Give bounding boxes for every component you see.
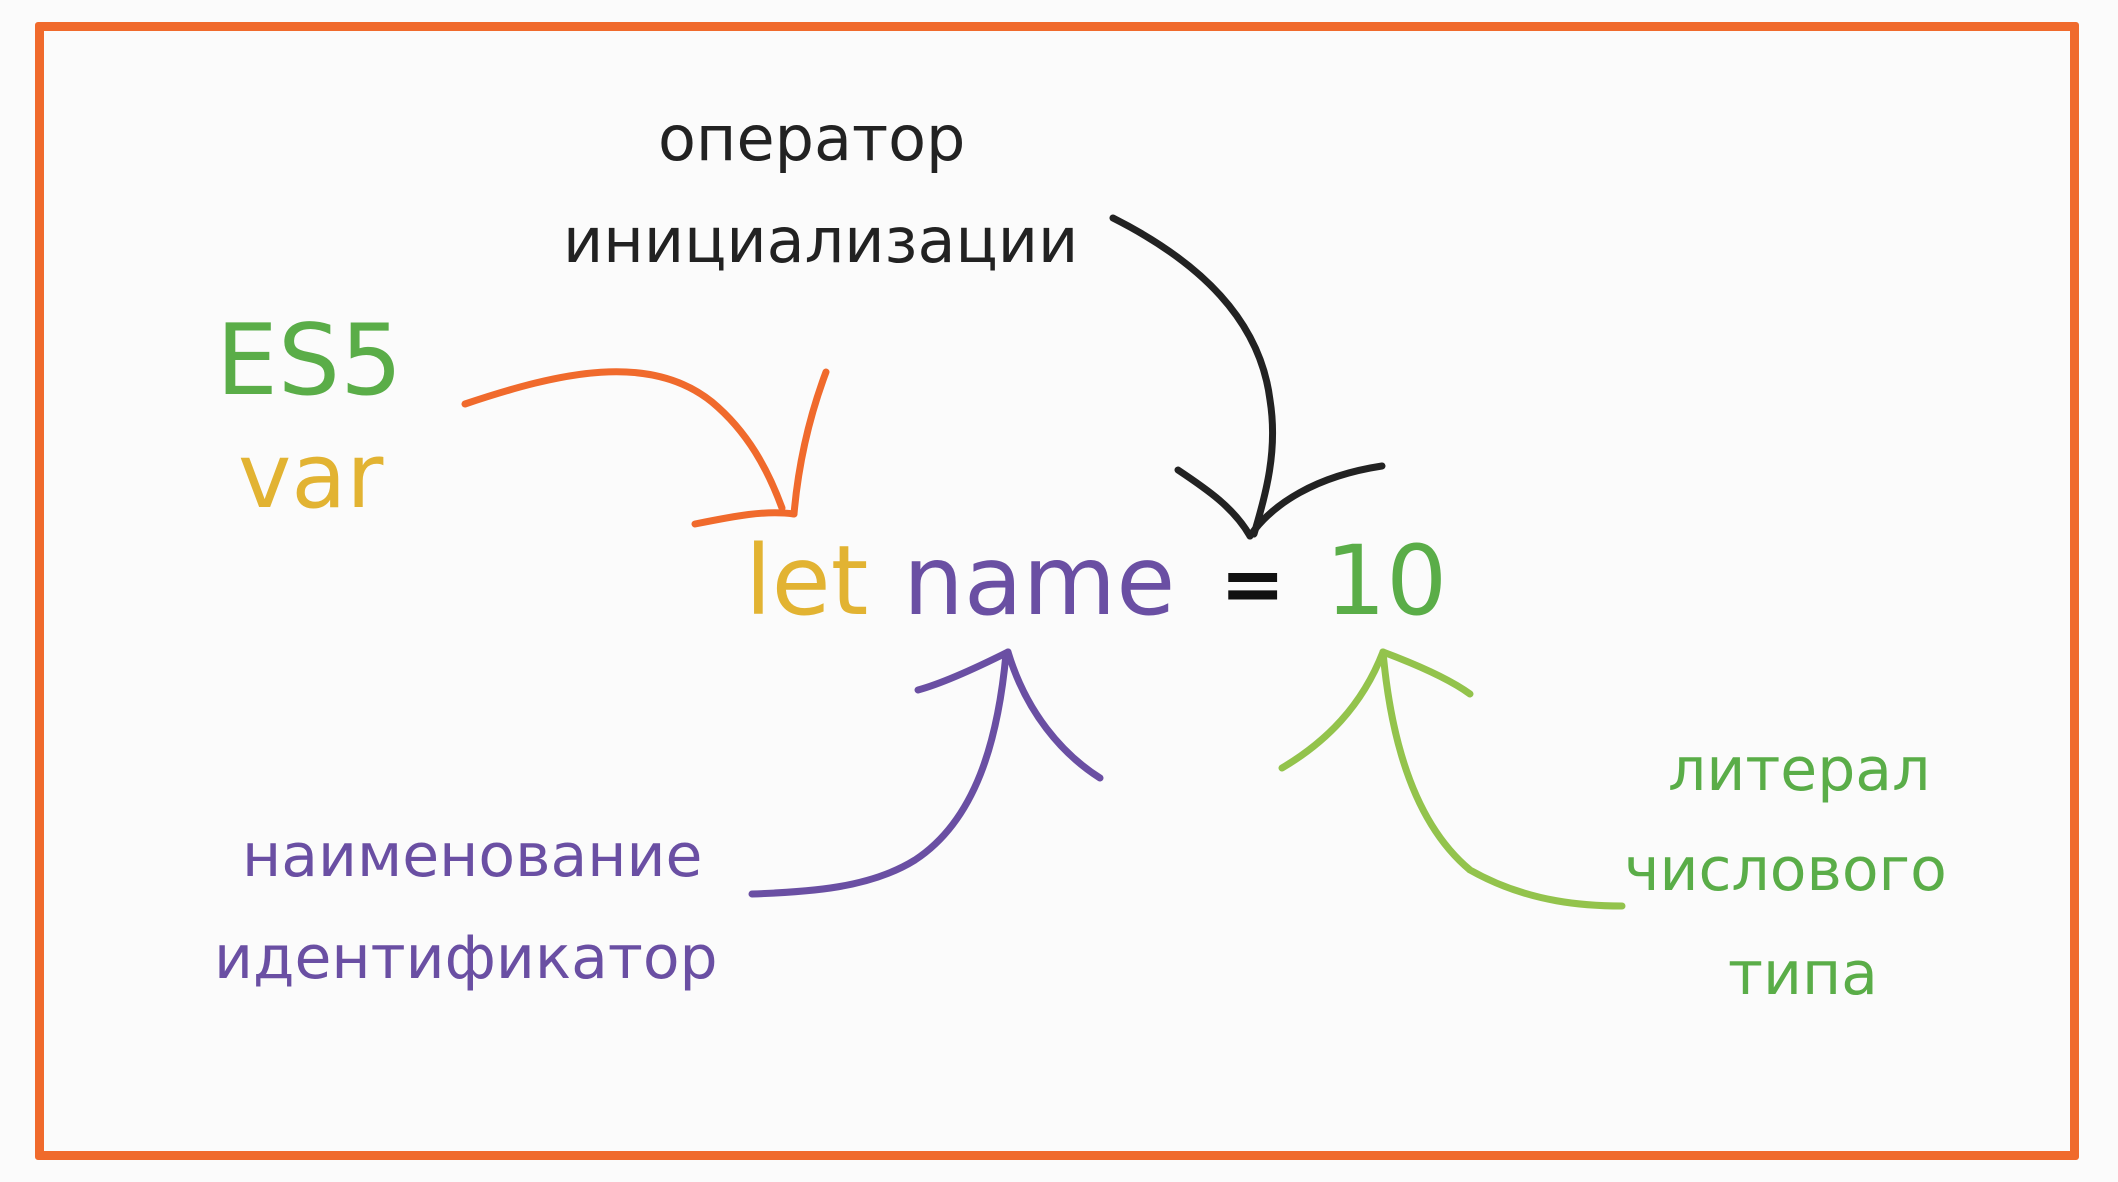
arrow-to-let-icon [461,368,830,528]
arrow-from-identifier-icon [748,648,1104,898]
literal-label-line3: типа [1728,939,1878,1009]
arrow-to-operator-icon [1109,214,1386,540]
keyword-let: let [745,525,869,637]
var-label: var [238,424,384,529]
arrow-from-literal-icon [1278,648,1626,910]
literal-label-line1: литерал [1668,735,1931,805]
identifier-label-line2: идентификатор [214,923,718,993]
operator-label-line2: инициализации [563,204,1079,277]
operator-label-line1: оператор [658,102,966,175]
assignment-operator: = [1220,540,1286,630]
identifier-label-line1: наименование [242,821,703,891]
literal-label-line2: числового [1624,835,1947,905]
identifier-name: name [903,525,1176,637]
numeric-literal: 10 [1325,525,1448,637]
diagram-frame [35,22,2079,1160]
es5-label: ES5 [216,304,403,418]
